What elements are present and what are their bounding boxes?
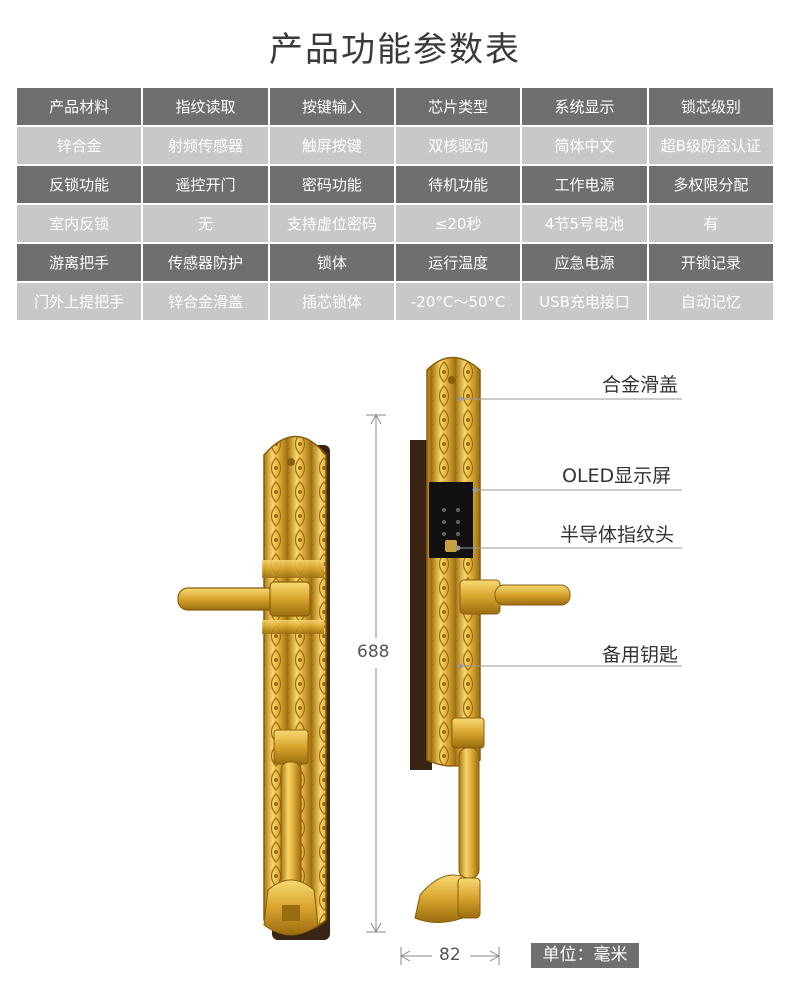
callout-lines: [455, 396, 682, 669]
table-header-cell: 锁芯级别: [648, 88, 773, 125]
table-value-cell: 简体中文: [522, 127, 647, 164]
table-header-cell: 传感器防护: [143, 244, 268, 281]
table-header-cell: 反锁功能: [17, 166, 142, 203]
side-panel: [410, 356, 481, 770]
table-value-cell: 支持虚位密码: [269, 205, 394, 242]
table-value-cell: 有: [648, 205, 773, 242]
table-value-cell: 锌合金: [17, 127, 142, 164]
oled-keypad: [429, 482, 473, 558]
table-value-cell: -20°C～50°C: [395, 283, 521, 320]
table-header-row: 游离把手传感器防护锁体运行温度应急电源开锁记录: [17, 244, 773, 281]
table-value-cell: 锌合金滑盖: [143, 283, 268, 320]
table-header-cell: 遥控开门: [143, 166, 268, 203]
table-header-cell: 系统显示: [522, 88, 647, 125]
callout-fingerprint: 半导体指纹头: [560, 524, 675, 546]
table-value-cell: 4节5号电池: [522, 205, 647, 242]
spec-table: 产品材料指纹读取按键输入芯片类型系统显示锁芯级别锌合金射频传感器触屏按键双核驱动…: [15, 86, 775, 322]
table-value-cell: 无: [143, 205, 268, 242]
table-value-cell: USB充电接口: [522, 283, 647, 320]
table-value-cell: 双核驱动: [395, 127, 521, 164]
table-value-cell: 触屏按键: [269, 127, 394, 164]
table-header-row: 产品材料指纹读取按键输入芯片类型系统显示锁芯级别: [17, 88, 773, 125]
table-value-cell: 超B级防盗认证: [648, 127, 773, 164]
front-lever-handle: [177, 581, 311, 617]
table-value-row: 锌合金射频传感器触屏按键双核驱动简体中文超B级防盗认证: [17, 127, 773, 164]
page-title: 产品功能参数表: [269, 30, 521, 70]
width-dimension: [399, 947, 501, 965]
height-dimension: [366, 413, 386, 934]
callout-oled-display: OLED显示屏: [562, 465, 672, 487]
table-header-cell: 指纹读取: [143, 88, 268, 125]
callout-slide-cover: 合金滑盖: [602, 374, 679, 396]
table-header-cell: 锁体: [269, 244, 394, 281]
width-dimension-label: 82: [439, 945, 461, 965]
table-header-cell: 多权限分配: [648, 166, 773, 203]
table-header-cell: 待机功能: [395, 166, 521, 203]
table-header-cell: 密码功能: [269, 166, 394, 203]
table-header-cell: 按键输入: [269, 88, 394, 125]
table-header-cell: 产品材料: [17, 88, 142, 125]
table-value-cell: 自动记忆: [648, 283, 773, 320]
front-pull-handle: [263, 729, 319, 936]
table-header-row: 反锁功能遥控开门密码功能待机功能工作电源多权限分配: [17, 166, 773, 203]
table-header-cell: 工作电源: [522, 166, 647, 203]
callout-spare-key: 备用钥匙: [602, 644, 679, 666]
table-value-cell: ≤20秒: [395, 205, 521, 242]
side-lever-handle: [459, 579, 571, 615]
table-header-cell: 开锁记录: [648, 244, 773, 281]
side-pull-handle: [414, 717, 485, 923]
table-header-cell: 芯片类型: [395, 88, 521, 125]
table-value-cell: 门外上提把手: [17, 283, 142, 320]
table-value-cell: 插芯锁体: [269, 283, 394, 320]
table-value-cell: 射频传感器: [143, 127, 268, 164]
height-dimension-label: 688: [357, 642, 390, 662]
table-value-cell: 室内反锁: [17, 205, 142, 242]
table-header-cell: 游离把手: [17, 244, 142, 281]
lock-illustration: [177, 356, 682, 965]
unit-badge: 单位：毫米: [531, 943, 639, 968]
table-header-cell: 应急电源: [522, 244, 647, 281]
table-header-cell: 运行温度: [395, 244, 521, 281]
